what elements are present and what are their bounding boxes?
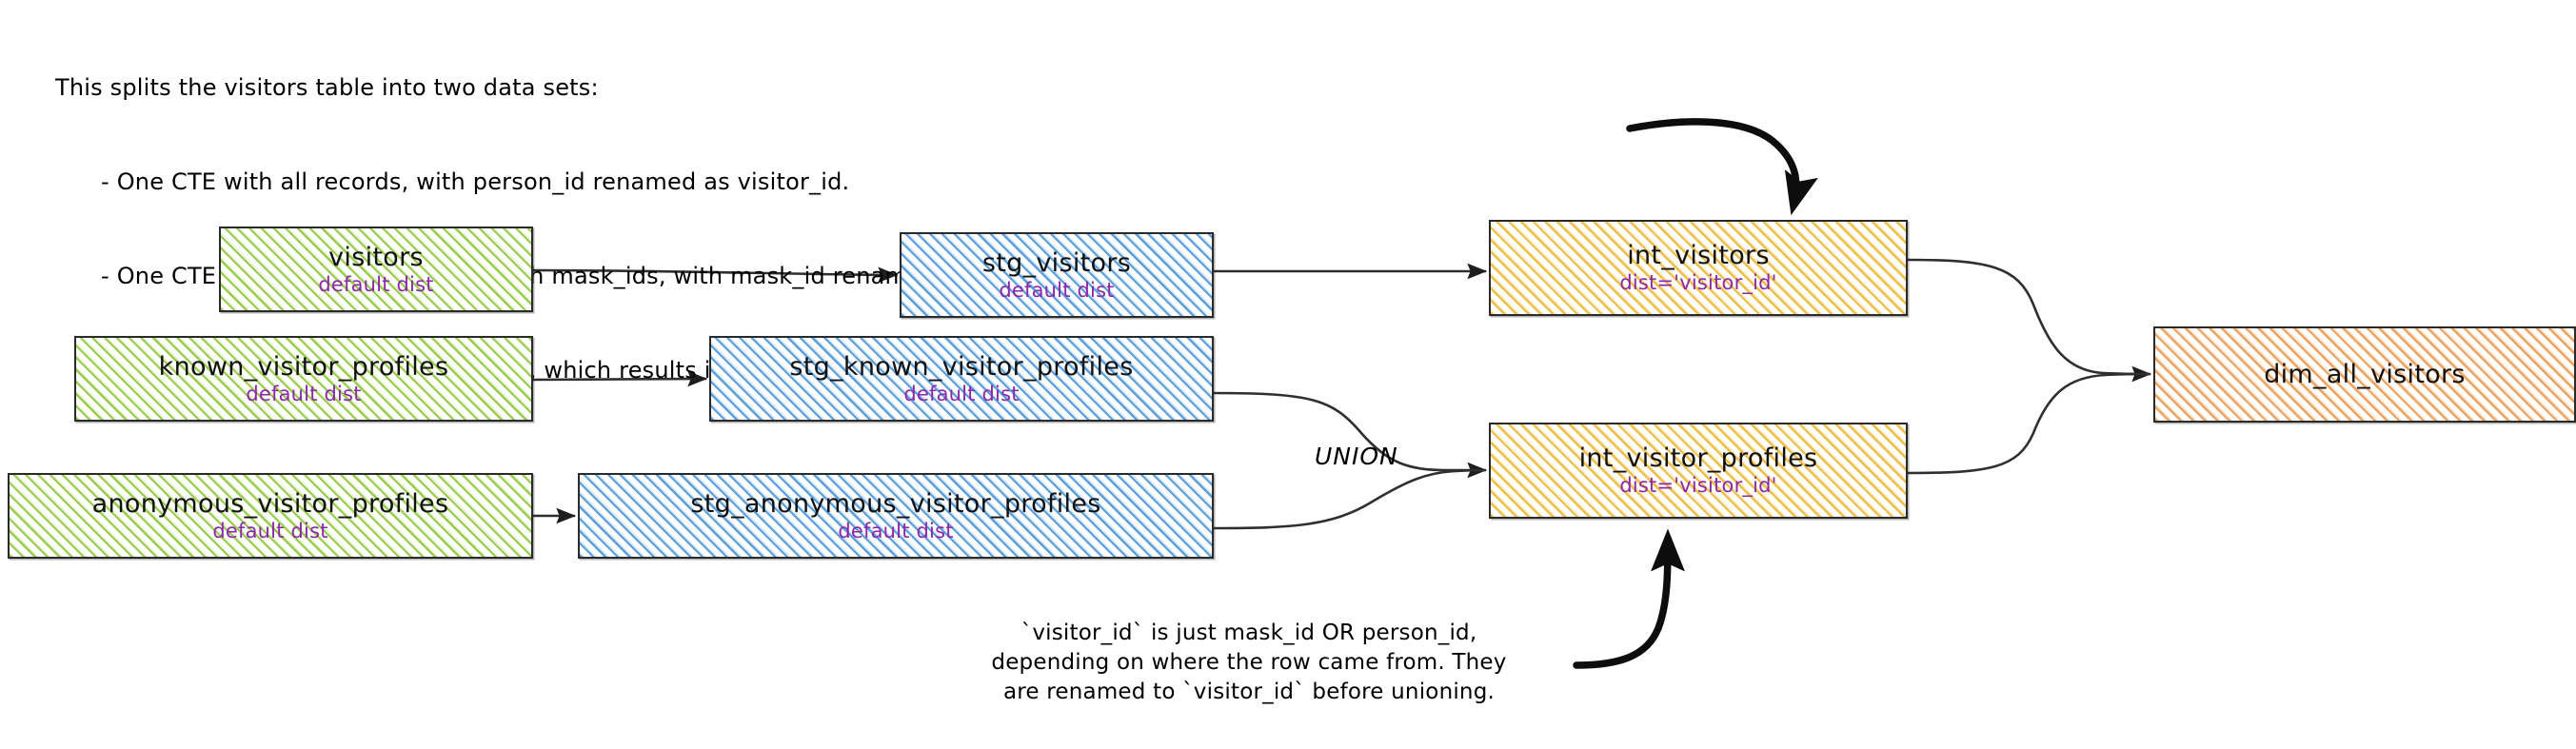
annotation-arrow-to-int-visitors [1626, 118, 1818, 216]
node-dist-label: dist='visitor_id' [1619, 271, 1777, 294]
node-dim_all_visitors[interactable]: dim_all_visitors [2153, 326, 2576, 423]
node-title: dim_all_visitors [2264, 359, 2466, 389]
header-bullet-1: - One CTE with all records, with person_… [101, 168, 850, 195]
node-dist-label: default dist [318, 272, 434, 296]
annotation-arrow-to-int-visitor-profiles [1573, 528, 1685, 669]
node-dist-label: default dist [999, 278, 1115, 302]
bottom-line-1: `visitor_id` is just mask_id OR person_i… [1020, 621, 1477, 645]
bottom-annotation: `visitor_id` is just mask_id OR person_i… [916, 619, 1582, 707]
bottom-line-3: are renamed to `visitor_id` before union… [1002, 680, 1496, 704]
bottom-line-2: depending on where the row came from. Th… [991, 650, 1507, 675]
node-dist-label: default dist [212, 519, 328, 542]
edge-int-visitors-to-dim [1906, 258, 2152, 383]
header-line-1: This splits the visitors table into two … [55, 74, 599, 101]
node-title: stg_known_visitor_profiles [789, 351, 1134, 382]
node-dist-label: dist='visitor_id' [1619, 474, 1777, 497]
node-title: known_visitor_profiles [158, 351, 449, 382]
node-title: stg_anonymous_visitor_profiles [690, 488, 1101, 519]
node-dist-label: default dist [838, 519, 954, 542]
edge-stg-anonymous-to-int-visitor-profiles [1212, 468, 1487, 530]
node-dist-label: default dist [246, 382, 362, 405]
node-title: visitors [328, 242, 424, 272]
node-title: int_visitor_profiles [1578, 443, 1818, 473]
node-dist-label: default dist [903, 382, 1020, 405]
edge-int-visitor-profiles-to-dim [1906, 372, 2151, 475]
node-title: anonymous_visitor_profiles [91, 488, 449, 519]
union-edge-label: UNION [1315, 443, 1398, 470]
node-title: int_visitors [1627, 241, 1770, 270]
node-title: stg_visitors [981, 247, 1132, 278]
